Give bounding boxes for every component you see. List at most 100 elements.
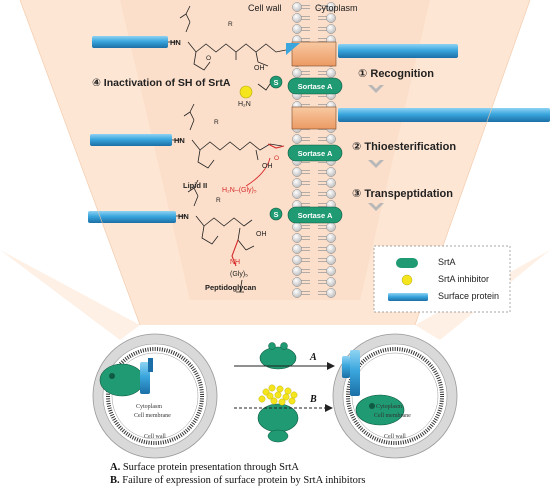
lipid-head <box>292 24 302 34</box>
lipid-tail <box>318 280 327 284</box>
middle-sortase-a <box>259 342 297 370</box>
lipid-tail <box>301 170 310 174</box>
lipid-tail <box>301 291 310 295</box>
lipid-tail <box>301 5 310 9</box>
lipid-tail <box>318 258 327 262</box>
chem-oh-2: OH <box>262 163 273 170</box>
chem-o-2: O <box>274 155 279 162</box>
lipid-head <box>326 266 336 276</box>
left-cytoplasm-label: Cytoplasm <box>136 404 163 410</box>
inhibitor-dot <box>258 395 266 403</box>
step-thioesterification: ② Thioesterification <box>352 141 457 153</box>
lipid-tail <box>301 258 310 262</box>
lipid-head <box>292 189 302 199</box>
sortase-label-1: Sortase A <box>298 82 333 91</box>
lipid-head <box>292 244 302 254</box>
lipid-head <box>326 244 336 254</box>
lipid-head <box>326 189 336 199</box>
thiol-s-3 <box>269 207 283 221</box>
legend-srta-swatch <box>396 258 418 268</box>
lipid-head <box>326 167 336 177</box>
lipid-head <box>326 134 336 144</box>
lipid-tail <box>301 38 310 42</box>
thioester-arrow <box>245 157 271 187</box>
inhibitor-dot <box>270 397 278 405</box>
inhibitor-cluster <box>258 384 298 406</box>
sortase-label-3: Sortase A <box>298 211 333 220</box>
inhibitor-dot <box>284 387 292 395</box>
lipid-head <box>292 178 302 188</box>
lipid-head <box>292 13 302 23</box>
lipid-head <box>292 266 302 276</box>
pathway-b-label: B <box>310 394 317 405</box>
channel-middle <box>291 106 337 130</box>
lipid-head <box>326 2 336 12</box>
lipid-tail <box>301 236 310 240</box>
label-lipid-ii: Lipid II <box>183 181 208 190</box>
lipid-tail <box>318 225 327 229</box>
middle-sortase-b <box>257 403 299 443</box>
sortase-a-3 <box>287 206 343 224</box>
lipid-head <box>292 233 302 243</box>
caption-b-text: Failure of expression of surface protein… <box>119 475 366 486</box>
inhibitor-dot <box>290 391 298 399</box>
left-membrane-label: Cell membrane <box>134 413 171 419</box>
lipid-tail <box>301 71 310 75</box>
inhibitor-dot <box>268 384 276 392</box>
caption-b: B. Failure of expression of surface prot… <box>110 475 365 486</box>
lipid-tail <box>318 137 327 141</box>
surface-protein-1-right <box>338 44 458 58</box>
lipid-head <box>326 178 336 188</box>
right-membrane-label: Cell membrane <box>374 413 411 419</box>
inhibitor-dot <box>278 398 286 406</box>
lipid-tail <box>301 27 310 31</box>
inhibitor-dot <box>282 393 290 401</box>
thiol-s-1 <box>269 75 283 89</box>
lipid-head <box>326 222 336 232</box>
step-recognition: ① Recognition <box>358 68 434 80</box>
lipid-tail <box>301 203 310 207</box>
surface-protein-3-left <box>90 134 172 146</box>
lipid-tail <box>318 71 327 75</box>
caption-a: A. Surface protein presentation through … <box>110 462 299 473</box>
chem-r-3: R <box>216 197 221 204</box>
chem-hn-2: HN <box>174 136 185 145</box>
lipid-tail <box>318 170 327 174</box>
lipid-tail <box>318 192 327 196</box>
lipid-tail <box>318 16 327 20</box>
legend-inhibitor-swatch <box>401 274 413 286</box>
inhibitor-ball <box>239 85 253 99</box>
chem-hn-1: HN <box>170 38 181 47</box>
lipid-head <box>292 255 302 265</box>
peptidoglycan-stub <box>236 279 244 293</box>
step-inactivation: ④ Inactivation of SH of SrtA <box>92 77 231 89</box>
peptide-chain-1 <box>168 5 287 71</box>
lipid-tail <box>318 181 327 185</box>
left-wall-label: Cell wall <box>144 434 166 440</box>
lipid-tail <box>301 269 310 273</box>
chem-nh: NH <box>230 259 240 266</box>
fan-inner-shade <box>120 0 430 300</box>
lipid-head <box>326 68 336 78</box>
lipid-tail <box>318 291 327 295</box>
legend-surface-swatch <box>388 293 428 301</box>
peptide-chain-2 <box>172 103 283 169</box>
surface-protein-2-right <box>338 108 550 122</box>
caption-a-text: Surface protein presentation through Srt… <box>120 462 299 473</box>
lipid-head <box>326 255 336 265</box>
legend-srta-label: SrtA <box>438 257 456 267</box>
lipid-tail <box>318 247 327 251</box>
anchor-triangle-1 <box>286 43 300 55</box>
chem-o-1: O <box>206 55 211 62</box>
lipid-tail <box>318 5 327 9</box>
header-cytoplasm: Cytoplasm <box>315 3 358 13</box>
pathway-a-label: A <box>310 352 317 363</box>
lipid-head <box>326 13 336 23</box>
lipid-tail <box>301 280 310 284</box>
legend-surface-label: Surface protein <box>438 291 500 301</box>
right-wall-label: Cell wall <box>384 434 406 440</box>
chem-r-2: R <box>214 119 219 126</box>
lipid-head <box>292 134 302 144</box>
